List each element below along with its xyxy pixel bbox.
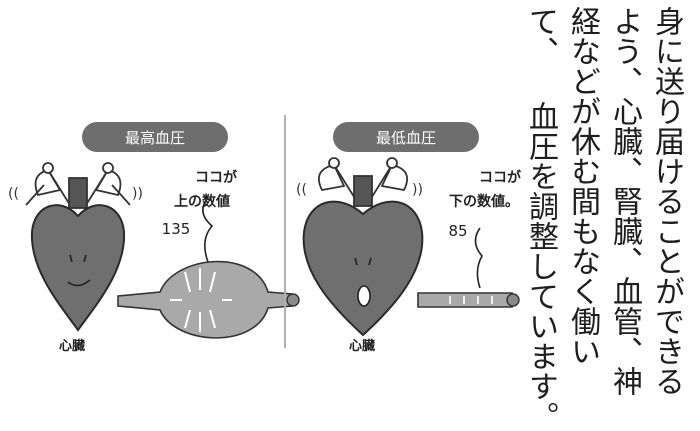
pressure-arrows-icon [170, 268, 232, 332]
releasing-hands-icon [318, 157, 408, 207]
blood-pressure-illustration: 最高血圧 (( )) 心臓 ココが 上の数値 135 最低血圧 [8, 115, 522, 353]
squeezing-hands-icon [25, 162, 131, 209]
diastolic-panel: 最低血圧 (( )) 心臓 ココが 下の数値。 85 [296, 122, 522, 353]
motion-lines-right-2: )) [412, 182, 423, 198]
systolic-annotation-line1: ココが [195, 169, 238, 186]
diastolic-annotation-line1: ココが [479, 169, 522, 186]
pointer-curl-2 [474, 227, 483, 289]
heart-squeezed-icon [30, 204, 126, 332]
diastolic-value: 85 [448, 222, 467, 240]
body-text-column-3: 経などが休む間もなく働い [565, 6, 600, 366]
artery-expanded-icon [117, 260, 293, 339]
small-pressure-arrows-icon [449, 296, 493, 304]
body-text-column-4: て、 血圧を調整しています。 [523, 6, 558, 431]
heart-label-right: 心臓 [349, 338, 375, 353]
body-text-column-2: よう、心臓、腎臓、血管、神 [607, 6, 642, 396]
diastolic-title-pill [333, 122, 479, 152]
systolic-panel: 最高血圧 (( )) 心臓 ココが 上の数値 135 [8, 122, 300, 353]
systolic-title-pill [82, 122, 228, 152]
artery-end-cap [286, 293, 300, 307]
heart-face-2 [354, 257, 372, 266]
heart-mouth-open [357, 285, 371, 307]
diastolic-title: 最低血圧 [376, 129, 436, 147]
pointer-curl [202, 197, 214, 263]
body-text-column-1: 身に送り届けることができる [649, 6, 684, 396]
heart-relaxed-icon [302, 200, 424, 337]
artery-narrow-icon [417, 292, 513, 308]
heart-face [67, 254, 91, 287]
motion-lines-left: (( [8, 186, 19, 202]
motion-lines-right: )) [132, 186, 143, 202]
systolic-annotation-line2: 上の数値 [174, 193, 230, 210]
motion-lines-left-2: (( [296, 182, 307, 198]
artery-end-cap-2 [506, 293, 520, 307]
diastolic-annotation-line2: 下の数値。 [449, 193, 519, 210]
systolic-value: 135 [162, 220, 191, 238]
systolic-title: 最高血圧 [125, 129, 185, 147]
heart-label-left: 心臓 [59, 338, 85, 353]
